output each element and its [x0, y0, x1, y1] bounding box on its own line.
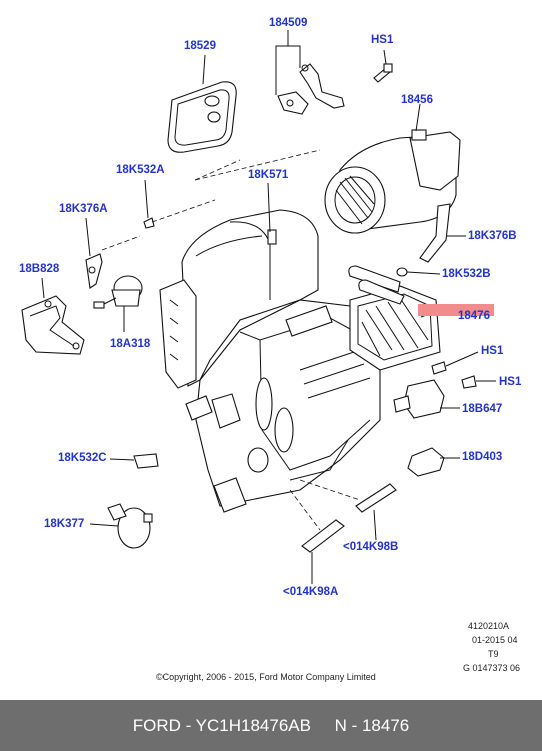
- date-code: 01-2015 04: [472, 635, 518, 645]
- label-014K98A[interactable]: <014K98A: [283, 586, 339, 598]
- label-18B647[interactable]: 18B647: [462, 403, 503, 415]
- label-hs1-right[interactable]: HS1: [499, 376, 522, 388]
- copyright: ©Copyright, 2006 - 2015, Ford Motor Comp…: [156, 672, 376, 682]
- screw-hs1-mid[interactable]: [431, 361, 447, 375]
- screw-hs1-top[interactable]: [373, 63, 393, 83]
- label-18529[interactable]: 18529: [184, 40, 216, 52]
- g-code: G 0147373 06: [463, 663, 521, 673]
- label-18A318[interactable]: 18A318: [110, 338, 151, 350]
- actuator-18K377[interactable]: [107, 503, 153, 549]
- bracket-18B828[interactable]: [21, 295, 85, 355]
- seal-014K98B[interactable]: [355, 483, 397, 513]
- actuator-link-18K376A[interactable]: [85, 253, 103, 289]
- label-18476[interactable]: 18476: [458, 310, 490, 322]
- heater-core-18476[interactable]: [348, 265, 441, 371]
- sensor-18B647[interactable]: [393, 379, 445, 419]
- label-hs1-mid[interactable]: HS1: [481, 345, 504, 357]
- label-18K532C[interactable]: 18K532C: [58, 452, 107, 464]
- highlight-18476: [418, 304, 494, 316]
- actuator-link-18K376B[interactable]: [419, 203, 451, 263]
- t-code: T9: [488, 649, 499, 659]
- label-014K98B[interactable]: <014K98B: [343, 541, 399, 553]
- label-18K571[interactable]: 18K571: [248, 169, 289, 181]
- heater-housing[interactable]: [159, 209, 381, 513]
- ref-code: 4120210A: [468, 621, 510, 631]
- label-18K376B[interactable]: 18K376B: [468, 230, 517, 242]
- footer-text: FORD - YC1H18476AB N - 18476: [132, 715, 410, 735]
- label-18K376A[interactable]: 18K376A: [59, 203, 108, 215]
- label-18K532B[interactable]: 18K532B: [442, 268, 491, 280]
- clip-18K532B[interactable]: [396, 267, 408, 277]
- seal-014K98A[interactable]: [301, 519, 345, 553]
- clip-18K532C[interactable]: [133, 453, 159, 469]
- bracket-184509[interactable]: [277, 63, 345, 115]
- label-18K377[interactable]: 18K377: [44, 518, 85, 530]
- label-hs1-top[interactable]: HS1: [371, 34, 394, 46]
- gasket-18529[interactable]: [167, 81, 237, 153]
- exploded-parts-diagram: [21, 30, 496, 584]
- blower-motor-18456[interactable]: [324, 129, 461, 234]
- clip-18D403[interactable]: [407, 447, 445, 477]
- label-18D403[interactable]: 18D403: [462, 451, 503, 463]
- label-18K532A[interactable]: 18K532A: [116, 164, 165, 176]
- clip-18K532A[interactable]: [143, 217, 155, 229]
- actuator-18A318[interactable]: [93, 275, 143, 309]
- label-184509[interactable]: 184509: [269, 17, 308, 29]
- label-18B828[interactable]: 18B828: [19, 263, 60, 275]
- footer-bar: FORD - YC1H18476AB N - 18476: [0, 700, 542, 751]
- screw-hs1-right[interactable]: [461, 375, 477, 389]
- label-18456[interactable]: 18456: [401, 94, 433, 106]
